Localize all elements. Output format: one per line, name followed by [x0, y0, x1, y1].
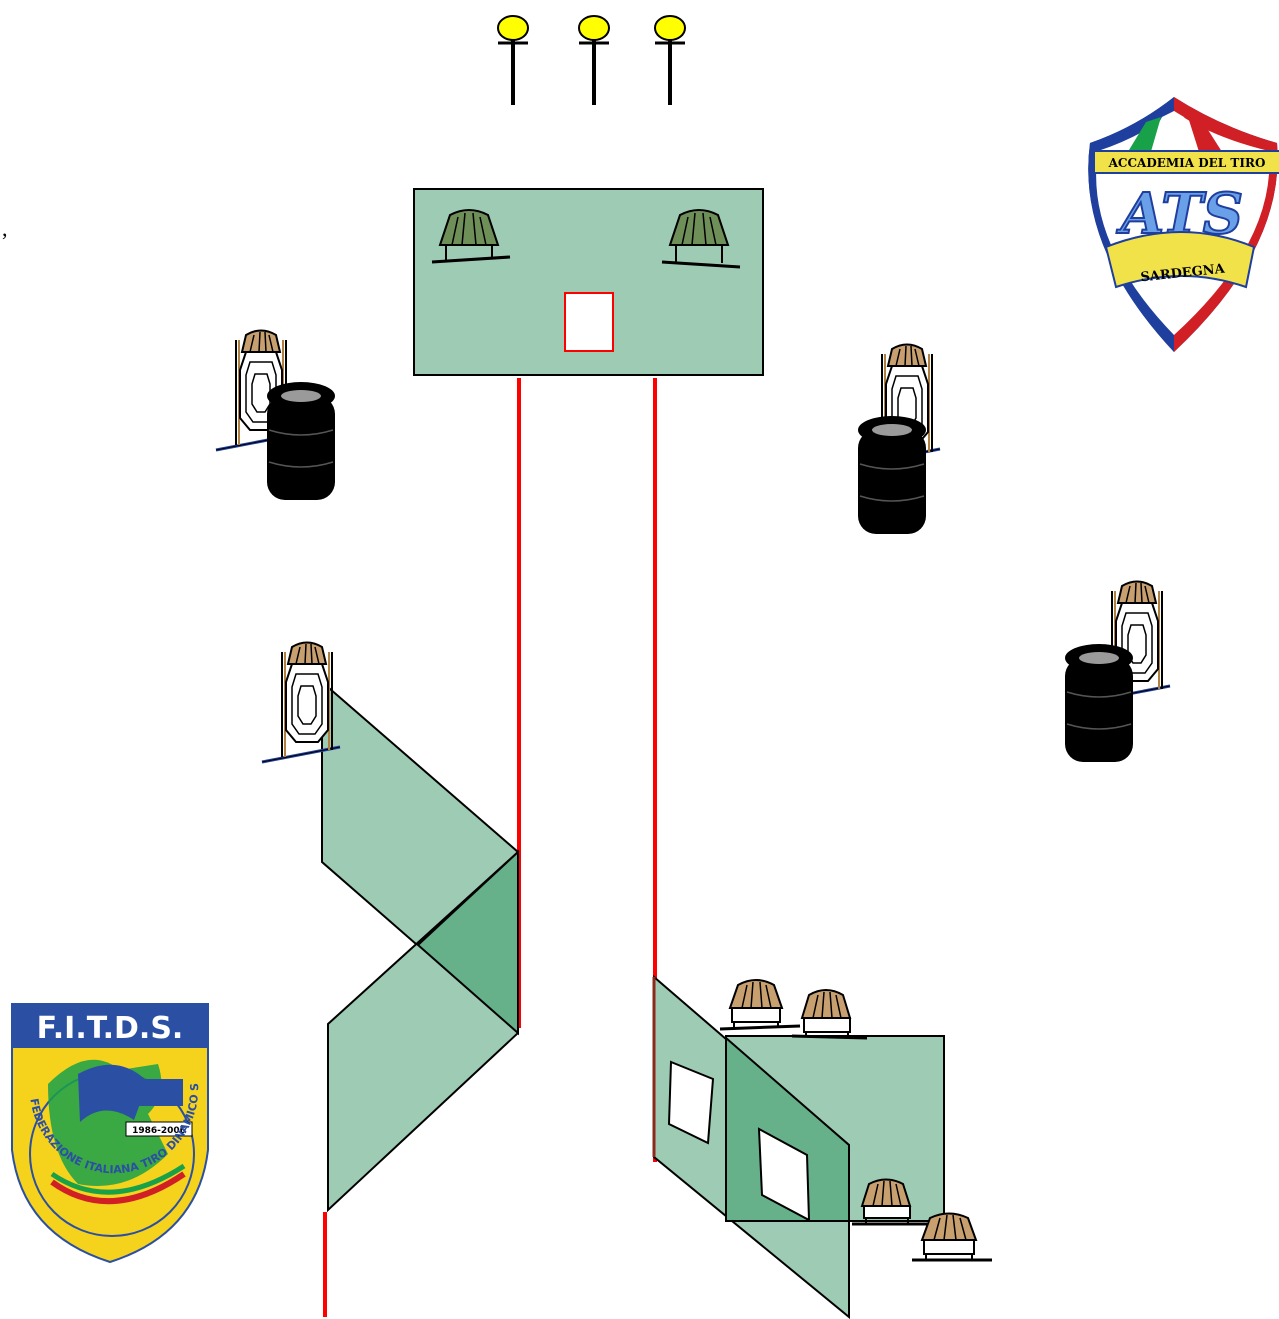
plate-icon [912, 1212, 992, 1262]
right-wall-port [667, 1060, 715, 1145]
stray-mark: , [2, 216, 8, 241]
fitds-logo-icon: F.I.T.D.S. 1986-2006 FEDERAZIONE ITALIAN… [3, 994, 209, 1264]
fitds-banner: F.I.T.D.S. [37, 1011, 184, 1046]
ats-banner: ACCADEMIA DEL TIRO [1108, 156, 1266, 170]
popper-icon [497, 15, 529, 105]
popper-icon [578, 15, 610, 105]
right-wall-port [757, 1127, 811, 1222]
paper-target-icon [260, 641, 342, 764]
ats-logo-icon: ACCADEMIA DEL TIRO ATS SARDEGNA [1088, 97, 1279, 352]
plate-icon [431, 209, 511, 264]
plate-icon [852, 1178, 927, 1226]
right-wall-overlap [725, 1035, 850, 1222]
left-wall-overlap [416, 849, 519, 1036]
tire-stack-icon [1064, 643, 1134, 763]
tire-stack-icon [857, 415, 927, 535]
tire-stack-icon [266, 381, 336, 501]
wall-port [564, 292, 614, 352]
plate-icon [791, 989, 868, 1040]
fitds-years: 1986-2006 [132, 1126, 186, 1136]
popper-icon [654, 15, 686, 105]
plate-icon [661, 209, 741, 269]
plate-icon [719, 979, 801, 1031]
